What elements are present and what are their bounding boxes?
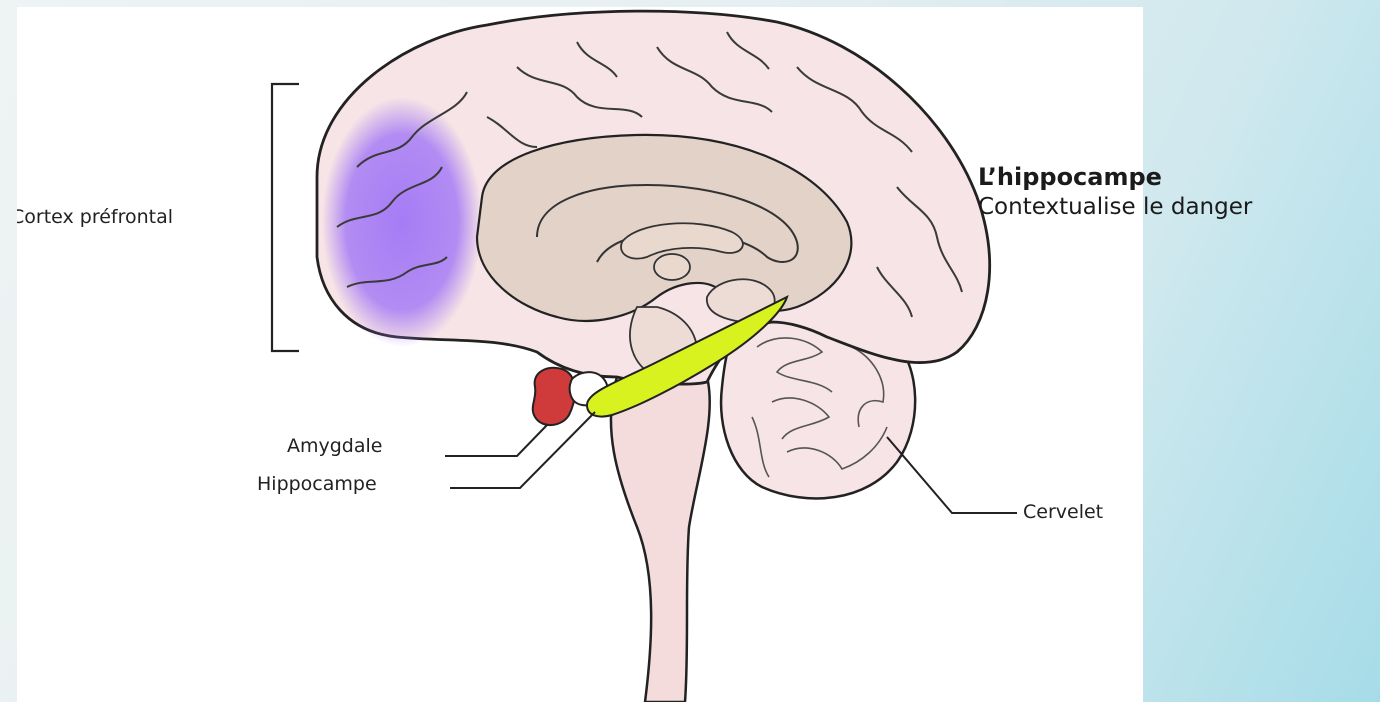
callout-title: L’hippocampe <box>978 162 1252 192</box>
brain-diagram: Cortex préfrontal Amygdale Hippocampe Ce… <box>17 7 1143 702</box>
label-cortex-prefrontal: Cortex préfrontal <box>17 206 173 228</box>
prefrontal-bracket <box>272 84 299 351</box>
label-cervelet: Cervelet <box>1023 501 1103 523</box>
amygdala <box>533 368 575 425</box>
cervelet-leader <box>887 437 1017 513</box>
callout-subtitle: Contextualise le danger <box>978 192 1252 222</box>
label-amygdale: Amygdale <box>287 435 382 457</box>
brainstem <box>611 377 710 702</box>
brain-illustration <box>17 7 1143 702</box>
label-hippocampe: Hippocampe <box>257 473 377 495</box>
amygdale-leader <box>445 425 547 456</box>
hippocampus-callout: L’hippocampe Contextualise le danger <box>978 162 1252 222</box>
